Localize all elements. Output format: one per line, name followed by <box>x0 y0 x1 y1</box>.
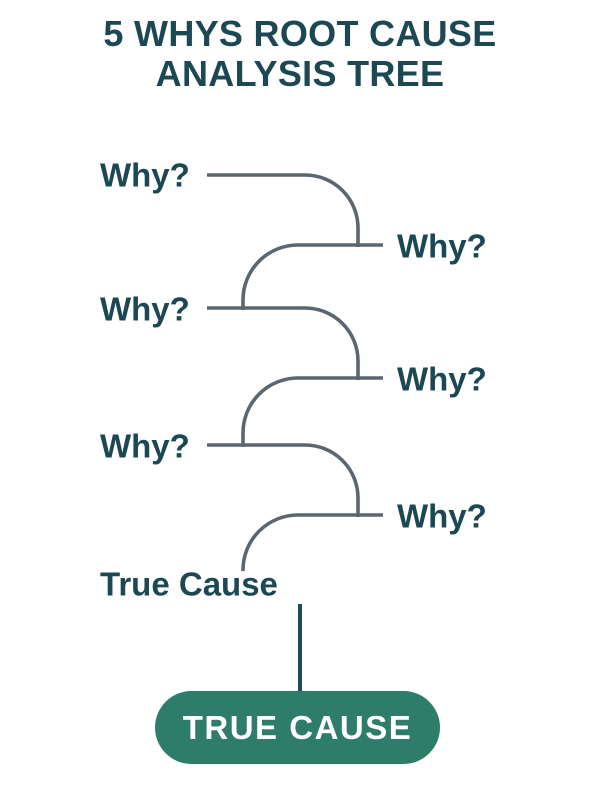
connector-why1-to-why2 <box>207 173 360 247</box>
why-label-3: Why? <box>100 290 190 328</box>
connector-why4-to-why5 <box>241 376 383 447</box>
connector-why6-to-true-cause <box>241 513 383 571</box>
why-label-6: Why? <box>397 497 487 535</box>
why-label-4: Why? <box>397 360 487 398</box>
page-title: 5 WHYS ROOT CAUSE ANALYSIS TREE <box>0 14 600 93</box>
true-cause-pill: TRUE CAUSE <box>155 691 440 764</box>
why-label-5: Why? <box>100 427 190 465</box>
connector-why5-to-why6 <box>207 443 360 517</box>
page-title-text: 5 WHYS ROOT CAUSE ANALYSIS TREE <box>103 13 497 94</box>
why-label-1: Why? <box>100 156 190 194</box>
why-label-2: Why? <box>397 227 487 265</box>
true-cause-pill-label: TRUE CAUSE <box>182 708 413 746</box>
connector-why2-to-why3 <box>241 243 383 310</box>
true-cause-label: True Cause <box>100 565 278 603</box>
connector-why3-to-why4 <box>207 306 360 380</box>
